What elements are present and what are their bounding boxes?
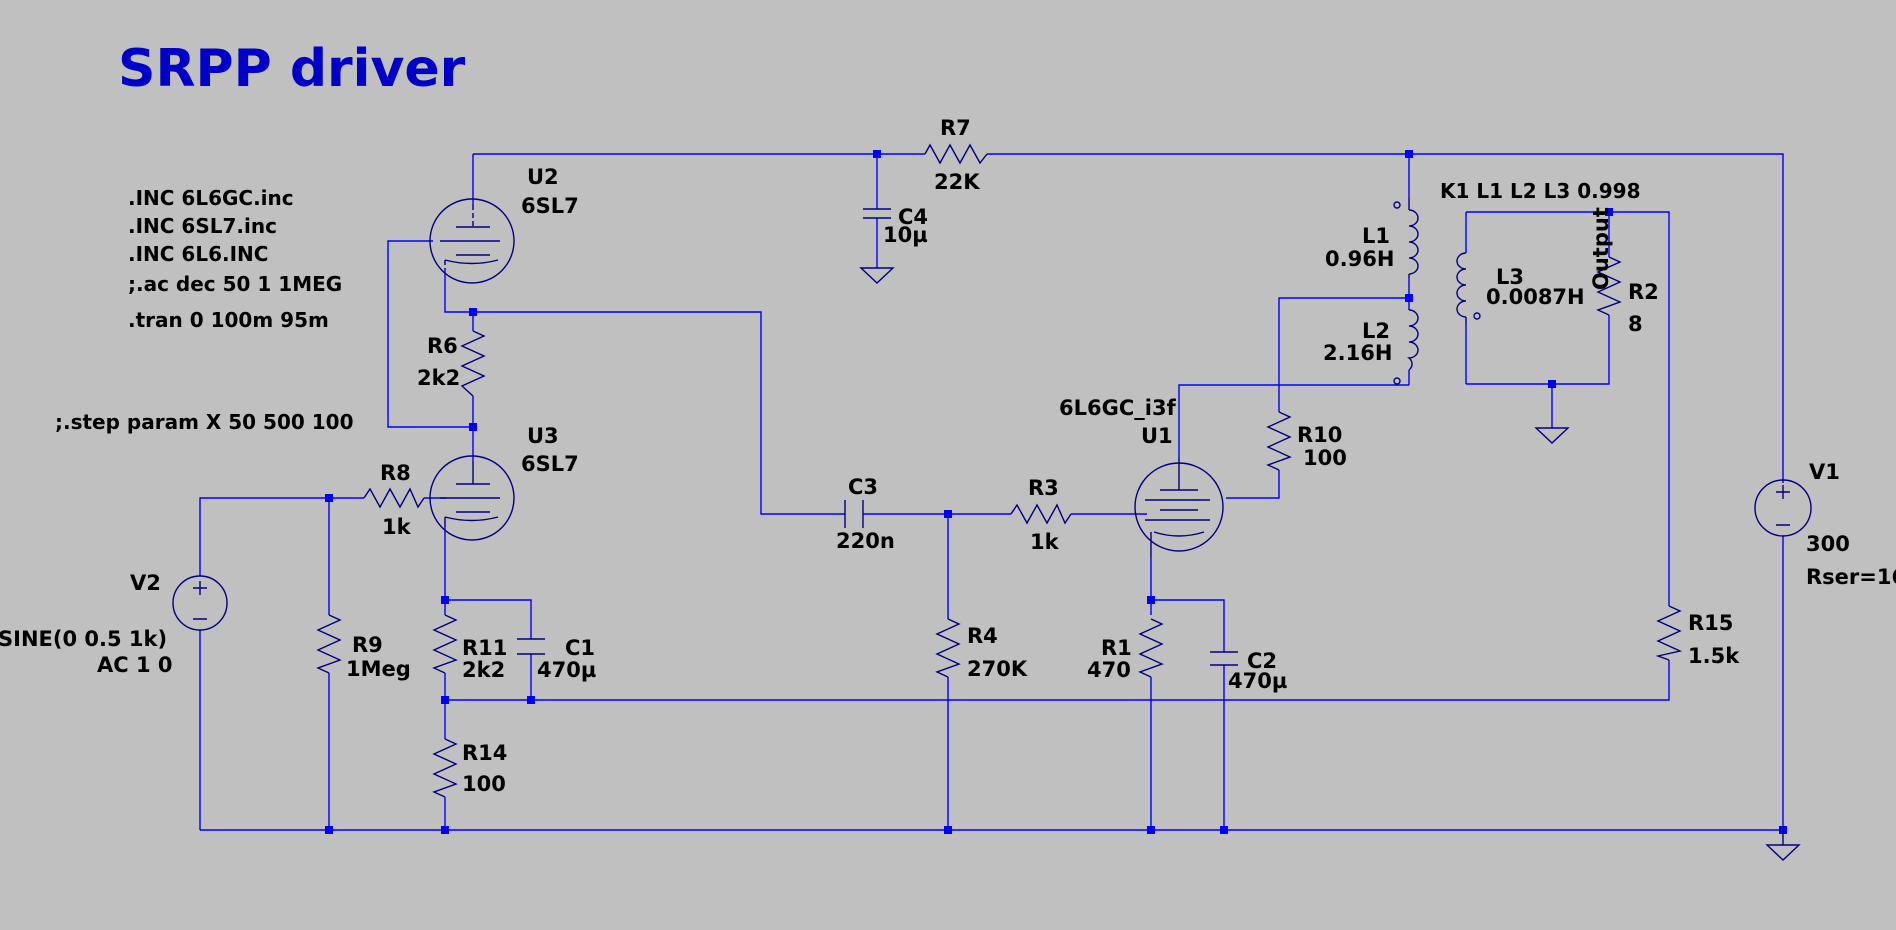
ground-icon-c4 [859,267,895,284]
resistor-r1[interactable]: R1 470 [1087,618,1164,682]
r4-label: R4 [967,624,998,648]
r11-value: 2k2 [462,658,505,682]
r14-value: 100 [462,772,506,796]
u1-model: 6L6GC_i3f [1059,396,1177,420]
r6-label: R6 [427,334,458,358]
directive-step[interactable]: ;.step param X 50 500 100 [55,410,354,434]
directive-inc-6l6[interactable]: .INC 6L6.INC [128,242,268,266]
r9-label: R9 [352,633,383,657]
u1-label: U1 [1141,424,1173,448]
u3-label: U3 [527,424,559,448]
ground-icon-main [1765,830,1801,861]
c3-value: 220n [836,529,895,553]
r10-value: 100 [1303,446,1347,470]
c2-value: 470µ [1228,669,1287,693]
r14-label: R14 [462,741,507,765]
resistor-r4[interactable]: R4 270K [935,618,1028,681]
directive-coupling[interactable]: K1 L1 L2 L3 0.998 [1440,179,1641,203]
output-net-label[interactable]: Output [1589,207,1613,290]
tube-u3[interactable]: U3 6SL7 [429,424,579,541]
resistor-r7[interactable]: R7 22K [924,116,988,194]
inductor-l3[interactable]: L3 0.0087H [1456,252,1585,325]
voltage-source-v2[interactable]: V2 SINE(0 0.5 1k) AC 1 0 [0,571,228,677]
c2-label: C2 [1247,649,1277,673]
directive-inc-6sl7[interactable]: .INC 6SL7.inc [128,214,277,238]
v2-label: V2 [130,571,161,595]
r11-label: R11 [462,636,507,660]
l3-value: 0.0087H [1486,285,1585,309]
resistor-r10[interactable]: R10 100 [1266,411,1347,471]
inductor-l2[interactable]: L2 2.16H [1323,309,1419,385]
r10-label: R10 [1297,423,1342,447]
v1-value2: Rser=16 [1806,565,1896,589]
resistor-r14[interactable]: R14 100 [432,738,507,798]
u2-label: U2 [527,165,559,189]
r1-label: R1 [1101,636,1132,660]
capacitor-c2[interactable]: C2 470µ [1210,649,1287,693]
r3-value: 1k [1030,530,1060,554]
v2-value2: AC 1 0 [97,653,173,677]
tube-u1[interactable]: 6L6GC_i3f U1 [1059,396,1224,557]
resistor-r2[interactable]: R2 8 [1596,256,1659,336]
directive-ac[interactable]: ;.ac dec 50 1 1MEG [128,272,342,296]
r8-label: R8 [380,461,411,485]
tube-u2[interactable]: U2 6SL7 [429,165,579,284]
r9-value: 1Meg [346,657,411,681]
c3-label: C3 [848,475,878,499]
resistor-r9[interactable]: R9 1Meg [316,614,411,681]
v1-label: V1 [1809,460,1840,484]
r15-value: 1.5k [1688,644,1740,668]
resistor-r6[interactable]: R6 2k2 [417,330,486,397]
capacitor-c3[interactable]: C3 220n [836,475,895,553]
v1-value: 300 [1806,532,1850,556]
r8-value: 1k [382,515,412,539]
ground-icon-secondary [1534,427,1570,444]
v2-value: SINE(0 0.5 1k) [0,627,167,651]
r7-value: 22K [934,170,980,194]
resistor-r8[interactable]: R8 1k [363,461,425,539]
c1-label: C1 [565,636,595,660]
r6-value: 2k2 [417,366,460,390]
resistor-r15[interactable]: R15 1.5k [1655,605,1740,668]
inductor-l1[interactable]: L1 0.96H [1325,198,1419,278]
c4-label: C4 [898,205,928,229]
capacitor-c1[interactable]: C1 470µ [517,636,596,682]
r4-value: 270K [967,657,1028,681]
wires [199,153,1784,831]
resistor-r11[interactable]: R11 2k2 [432,614,507,682]
l1-value: 0.96H [1325,247,1394,271]
r2-value: 8 [1628,312,1643,336]
c1-value: 470µ [537,658,596,682]
l2-label: L2 [1362,319,1390,343]
r15-label: R15 [1688,611,1733,635]
l2-value: 2.16H [1323,341,1392,365]
schematic-title: SRPP driver [118,39,466,99]
l1-label: L1 [1362,224,1390,248]
r7-label: R7 [940,116,971,140]
u2-value: 6SL7 [521,194,579,218]
c4-value: 10µ [883,223,928,247]
directive-inc-6l6gc[interactable]: .INC 6L6GC.inc [128,186,294,210]
directive-tran[interactable]: .tran 0 100m 95m [128,308,329,332]
resistor-r3[interactable]: R3 1k [1010,476,1072,554]
l3-label: L3 [1496,265,1524,289]
voltage-source-v1[interactable]: V1 300 Rser=16 [1754,460,1896,589]
r1-value: 470 [1087,658,1131,682]
r2-label: R2 [1628,280,1659,304]
u3-value: 6SL7 [521,452,579,476]
r3-label: R3 [1028,476,1059,500]
capacitor-c4[interactable]: C4 10µ [863,205,928,247]
